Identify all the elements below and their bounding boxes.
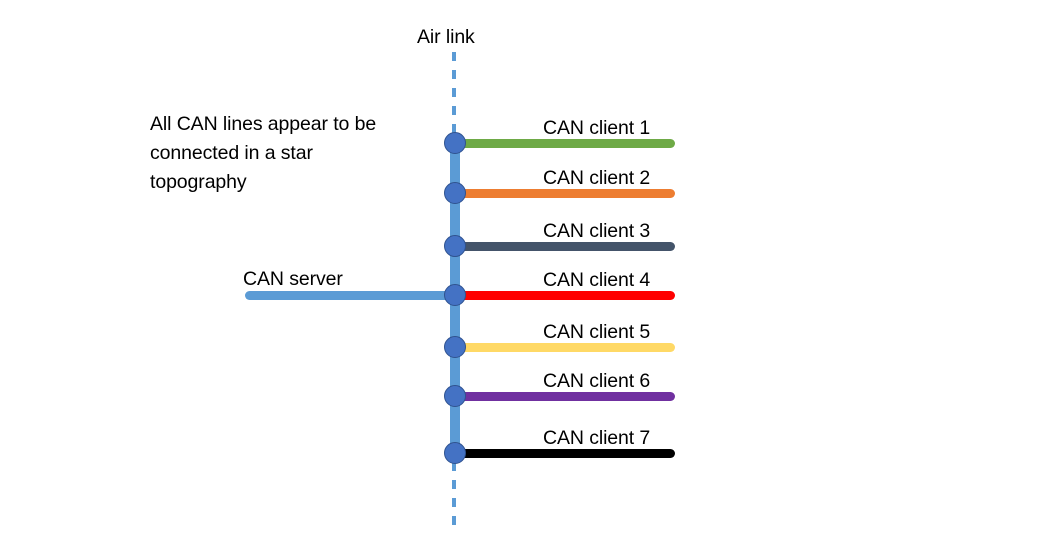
bus-junction-node-4 xyxy=(444,284,466,306)
air-link-dashed-segment-top xyxy=(452,52,456,138)
can-client-line-4 xyxy=(455,290,675,300)
can-server-line xyxy=(245,291,463,300)
can-client-label-3: CAN client 3 xyxy=(543,220,651,242)
air-link-dashed-segment-bottom xyxy=(452,462,456,526)
can-client-line-7 xyxy=(455,448,675,458)
can-client-label-5: CAN client 5 xyxy=(543,321,651,343)
can-client-line-5 xyxy=(455,342,675,352)
can-client-label-1: CAN client 1 xyxy=(543,117,651,139)
bus-junction-node-2 xyxy=(444,182,466,204)
can-client-line-3 xyxy=(455,241,675,251)
can-client-label-4: CAN client 4 xyxy=(543,269,651,291)
can-client-label-7: CAN client 7 xyxy=(543,427,651,449)
can-client-line-2 xyxy=(455,188,675,198)
bus-junction-node-7 xyxy=(444,442,466,464)
bus-junction-node-3 xyxy=(444,235,466,257)
bus-junction-node-1 xyxy=(444,132,466,154)
star-topography-annotation: All CAN lines appear to be connected in … xyxy=(150,113,377,193)
can-client-label-2: CAN client 2 xyxy=(543,167,651,189)
bus-junction-node-5 xyxy=(444,336,466,358)
air-link-label: Air link xyxy=(417,26,475,48)
can-client-line-1 xyxy=(455,138,675,148)
can-client-line-6 xyxy=(455,391,675,401)
can-server-label: CAN server xyxy=(243,268,343,290)
bus-junction-node-6 xyxy=(444,385,466,407)
can-client-label-6: CAN client 6 xyxy=(543,370,651,392)
